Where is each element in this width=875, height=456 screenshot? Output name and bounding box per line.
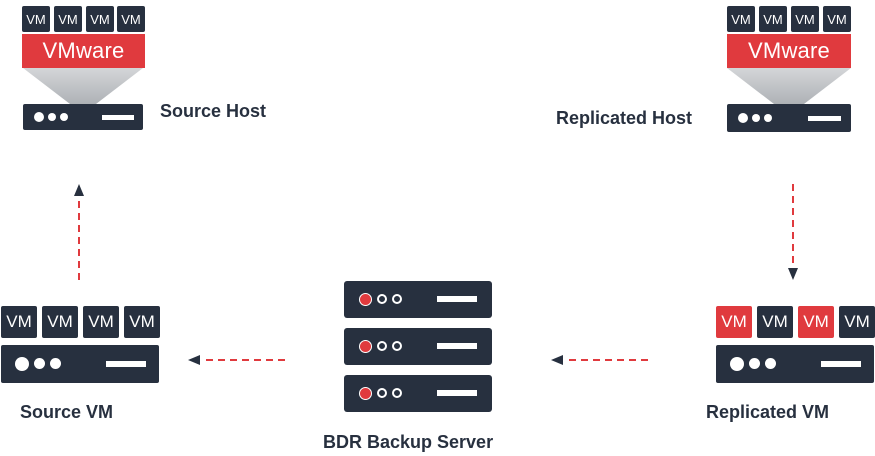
vm-badge: VM [759, 6, 787, 32]
vm-badge: VM [1, 306, 37, 338]
arrow-down-to-replicated-vm [788, 184, 798, 280]
vm-badge: VM [54, 6, 82, 32]
vm-badge: VM [791, 6, 819, 32]
replicated-host-funnel [727, 68, 851, 104]
vm-badge: VM [124, 306, 160, 338]
vm-badge: VM [117, 6, 145, 32]
vm-badge: VM [823, 6, 851, 32]
bdr-server-label: BDR Backup Server [323, 432, 494, 452]
source-host-server-icon [23, 104, 143, 130]
source-vm-server-icon [1, 345, 159, 383]
vm-badge: VM [757, 306, 793, 338]
arrow-up-to-source-host [74, 184, 84, 280]
vm-badge: VM [83, 306, 119, 338]
vmware-label: VMware [22, 34, 145, 68]
source-host-funnel [23, 68, 143, 104]
replicated-vm-server-icon [716, 345, 874, 383]
source-host-label: Source Host [160, 101, 267, 121]
vm-badge-replicated: VM [798, 306, 834, 338]
vm-badge: VM [86, 6, 114, 32]
bdr-server-unit [344, 328, 492, 365]
source-vm-label: Source VM [20, 402, 114, 422]
bdr-server-unit [344, 375, 492, 412]
vmware-label: VMware [727, 34, 851, 68]
vm-badge-replicated: VM [716, 306, 752, 338]
bdr-server-unit [344, 281, 492, 318]
vm-badge: VM [42, 306, 78, 338]
replicated-host-server-icon [727, 104, 851, 132]
arrow-left-to-source-vm [188, 355, 285, 365]
replicated-vm-label: Replicated VM [706, 402, 830, 422]
vm-badge: VM [727, 6, 755, 32]
replicated-host-label: Replicated Host [556, 108, 693, 128]
vm-badge: VM [22, 6, 50, 32]
arrow-left-to-bdr-server [551, 355, 648, 365]
vm-badge: VM [839, 306, 875, 338]
